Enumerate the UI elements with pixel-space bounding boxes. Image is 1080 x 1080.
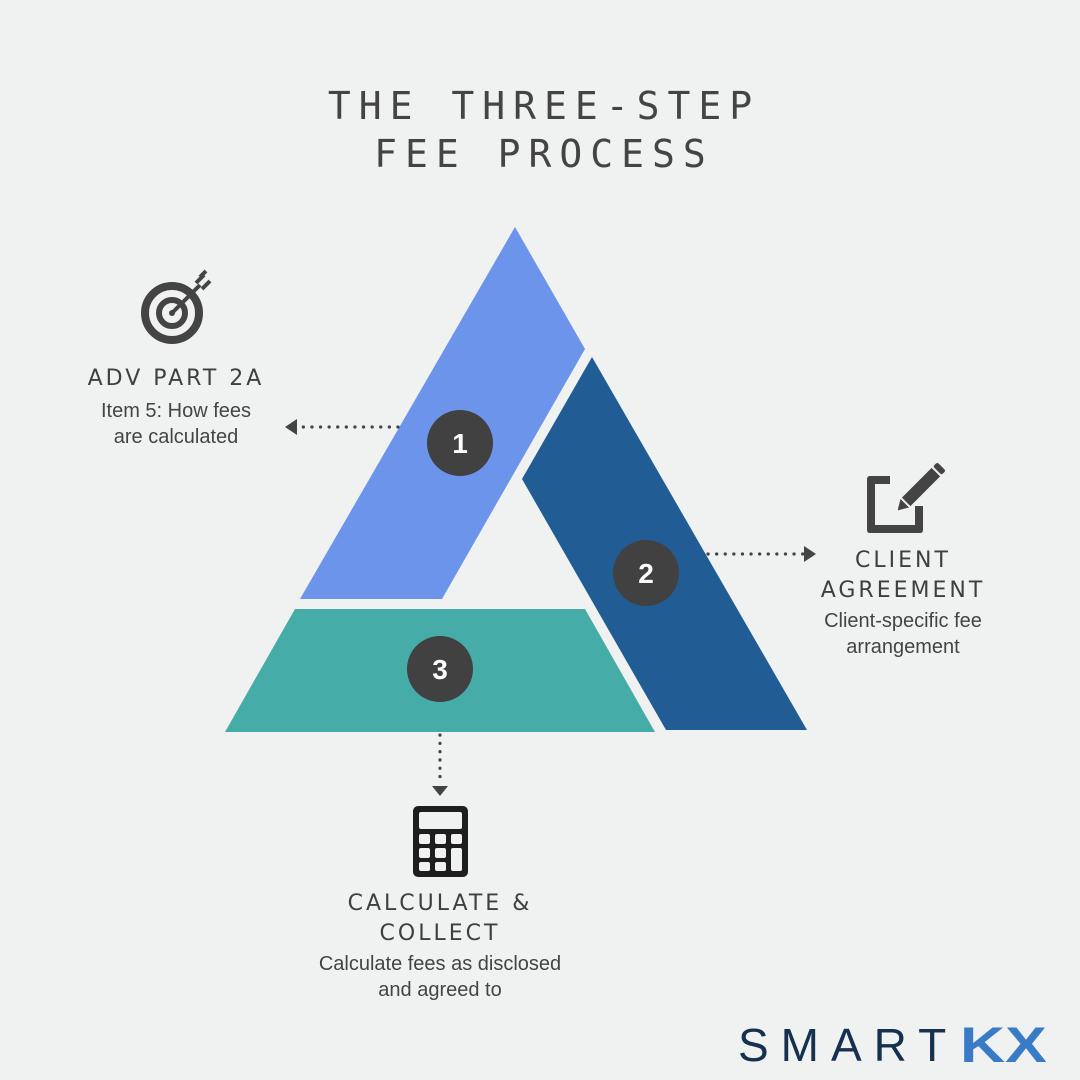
- step-2-number: 2: [638, 558, 654, 589]
- page-title: THE THREE-STEP FEE PROCESS: [0, 82, 1080, 178]
- step-1-number: 1: [452, 428, 468, 459]
- step-3-description-line-2: and agreed to: [378, 979, 502, 1001]
- step-3-heading-line-1: CALCULATE &: [347, 891, 533, 916]
- logo-primary-text: SMART: [738, 1019, 959, 1071]
- step-1-description-line-2: are calculated: [113, 426, 239, 448]
- step-2-label: CLIENT AGREEMENT Client-specific fee arr…: [800, 546, 1006, 660]
- title-line-2: FEE PROCESS: [374, 132, 714, 176]
- step-3-number: 3: [432, 654, 448, 685]
- step-2-description-line-2: arrangement: [846, 636, 960, 658]
- step-3-description-line-1: Calculate fees as disclosed: [318, 953, 562, 975]
- step-2-heading-line-2: AGREEMENT: [820, 578, 986, 603]
- logo-accent-text: KX: [960, 1017, 1048, 1073]
- arrow-step-1: [285, 419, 400, 435]
- step-2-heading-line-1: CLIENT: [855, 548, 951, 573]
- step-3-badge: 3: [407, 636, 473, 702]
- calculator-icon: [413, 806, 468, 877]
- step-3-heading-line-2: COLLECT: [379, 921, 501, 946]
- step-1-label: ADV PART 2A Item 5: How fees are calcula…: [58, 364, 294, 450]
- step-1-description-line-1: Item 5: How fees: [100, 400, 252, 422]
- step-2-segment: [522, 357, 807, 730]
- arrow-step-3: [432, 733, 448, 796]
- step-3-label: CALCULATE & COLLECT Calculate fees as di…: [290, 889, 590, 1003]
- step-2-badge: 2: [613, 540, 679, 606]
- step-2-description-line-1: Client-specific fee: [824, 610, 982, 632]
- arrow-step-2: [706, 546, 816, 562]
- step-1-badge: 1: [427, 410, 493, 476]
- step-1-heading: ADV PART 2A: [87, 366, 265, 391]
- smartkx-logo: SMART KX: [738, 1019, 1047, 1071]
- step-1-segment: [300, 227, 585, 599]
- edit-icon: [867, 463, 945, 533]
- target-icon: [141, 269, 212, 344]
- title-line-1: THE THREE-STEP: [327, 84, 761, 128]
